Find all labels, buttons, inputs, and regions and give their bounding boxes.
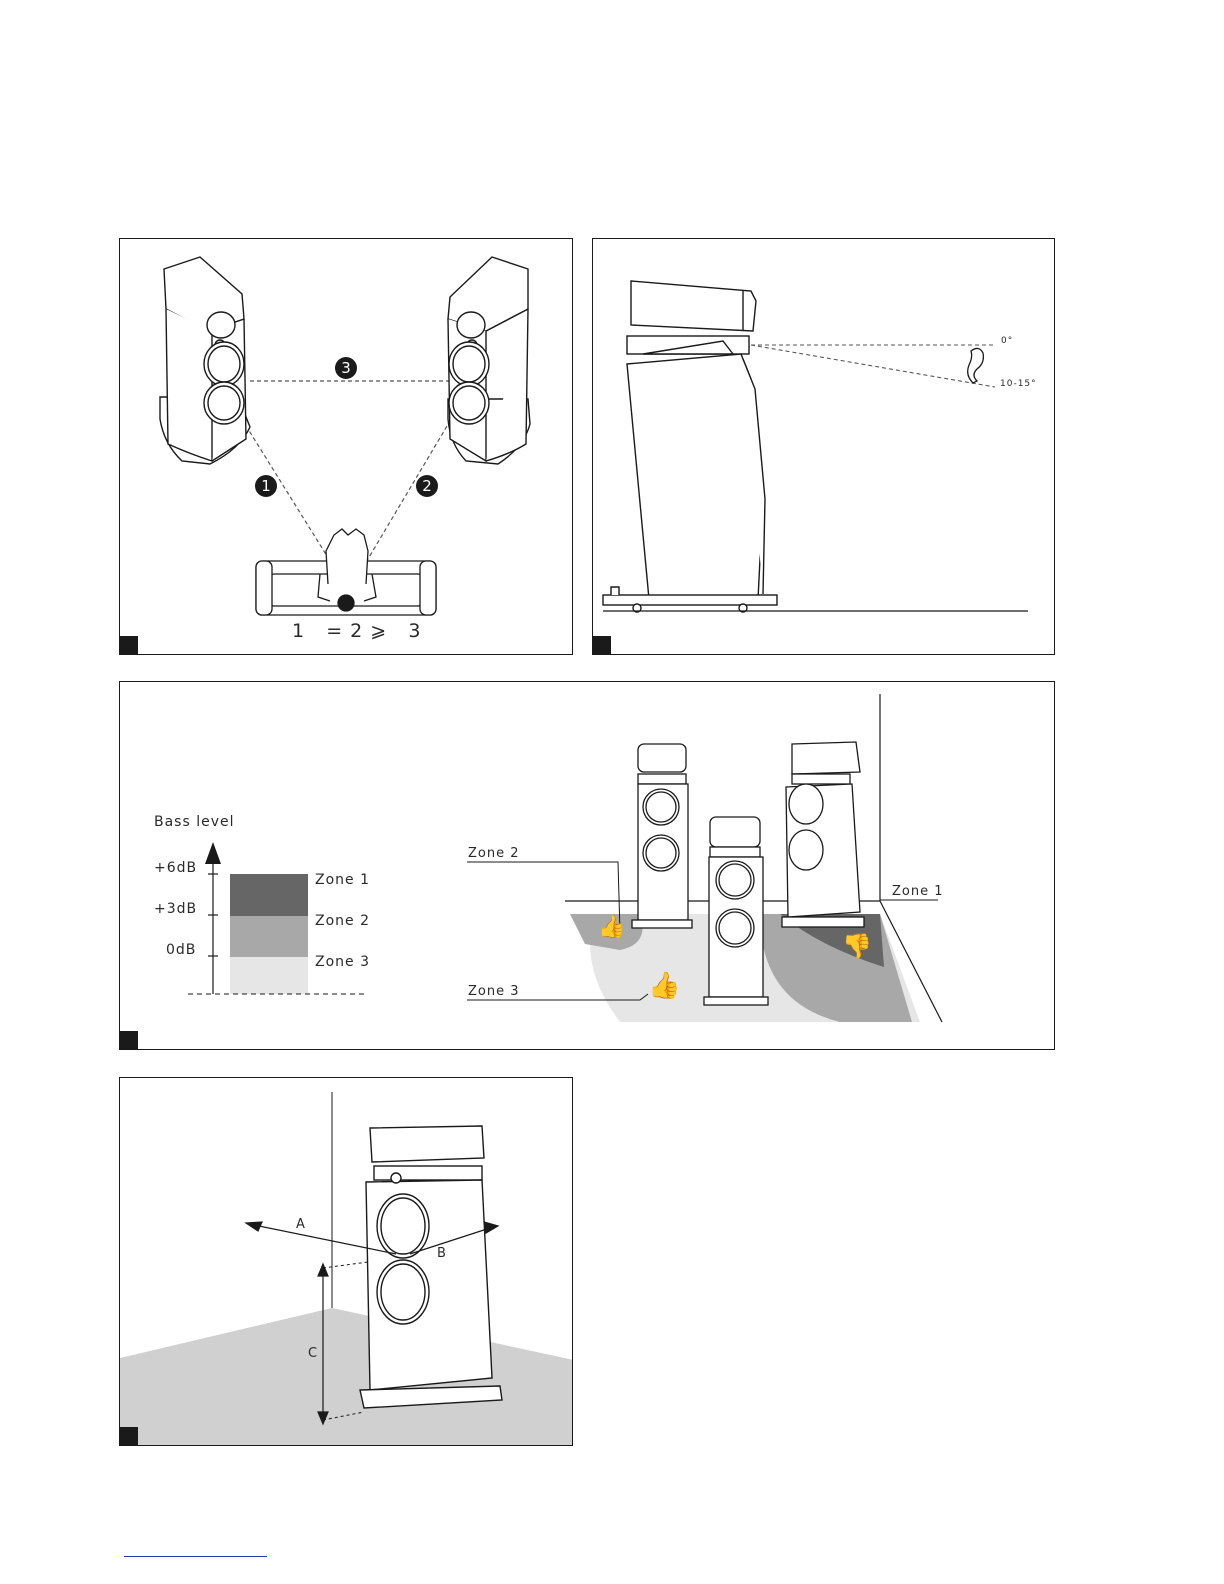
line-tilt (751, 345, 995, 387)
zone-legend-3: Zone 3 (315, 954, 370, 970)
room-speaker-front (704, 817, 768, 1005)
room-zone1-label: Zone 1 (892, 884, 944, 899)
level-plus6: +6dB (154, 860, 197, 876)
room-zone2-label: Zone 2 (468, 846, 520, 861)
zone-legend-2: Zone 2 (315, 913, 370, 929)
level-plus3: +3dB (154, 901, 197, 917)
height-diagram (593, 239, 1055, 655)
left-speaker (160, 257, 250, 464)
room-zone3-label: Zone 3 (468, 984, 520, 999)
panel-bass-zones: 👍 👍 👎 Bass level +6dB +3dB 0dB Zone 1 Zo… (119, 681, 1055, 1050)
footer-rule (124, 1556, 267, 1557)
dimension-c: C (308, 1346, 318, 1361)
triangle-diagram (120, 239, 573, 655)
bass-arrow-icon (205, 842, 221, 864)
dimension-b: B (437, 1246, 447, 1261)
thumbs-up-pair-icon: 👍 (648, 970, 680, 1001)
distance-marker-3: 3 (335, 357, 357, 379)
thumb-down-icon: 👎 (842, 932, 872, 960)
panel-marker (120, 636, 138, 654)
zone-legend-1: Zone 1 (315, 872, 370, 888)
distance-equation: 1 = 2 ⩾ 3 (292, 620, 421, 642)
angle-label-0: 0° (1001, 336, 1013, 346)
bass-zone2-bar (230, 916, 308, 957)
thumb-up-icon: 👍 (598, 914, 625, 940)
room-speaker-back (632, 744, 692, 928)
distance-marker-2: 2 (416, 475, 438, 497)
panel-listening-triangle: 3 1 2 1 = 2 ⩾ 3 (119, 238, 573, 655)
dimension-a: A (296, 1217, 306, 1232)
floor-area (120, 1308, 573, 1446)
sofa-with-listener (256, 529, 436, 615)
bass-zone-diagram: 👍 👍 👎 (120, 682, 1055, 1050)
right-speaker (448, 257, 530, 464)
ear-icon (968, 348, 984, 383)
room-speaker-corner (782, 742, 864, 927)
panel-marker (593, 636, 611, 654)
bass-level-title: Bass level (154, 814, 235, 830)
panel-listening-height: 0° 10-15° (592, 238, 1055, 655)
level-0: 0dB (166, 942, 196, 958)
panel-wall-distances: A B C (119, 1077, 573, 1446)
side-speaker (603, 281, 777, 612)
panel-marker (120, 1031, 138, 1049)
distance-diagram (120, 1078, 573, 1446)
distance-marker-1: 1 (255, 475, 277, 497)
corner-speaker (360, 1126, 502, 1408)
bass-zone3-bar (230, 957, 308, 994)
panel-marker (120, 1427, 138, 1445)
angle-label-tilt: 10-15° (1000, 379, 1037, 389)
bass-zone1-bar (230, 874, 308, 916)
